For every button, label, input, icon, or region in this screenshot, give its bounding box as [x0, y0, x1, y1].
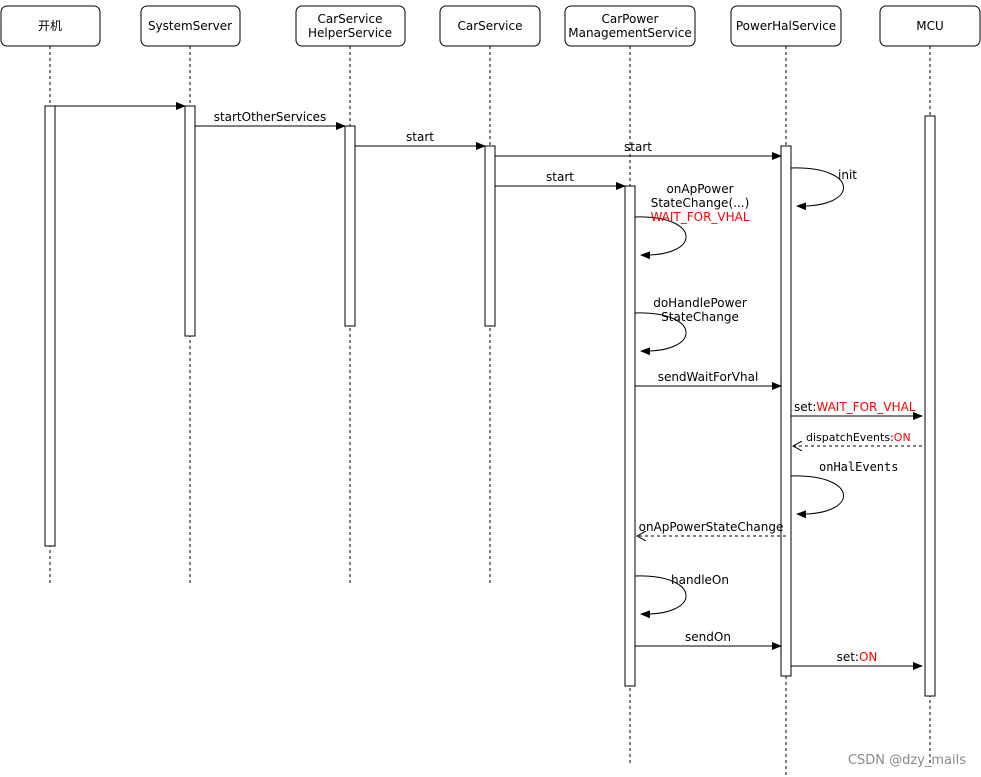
participant-label: ManagementService [568, 26, 691, 40]
message-label: start [546, 170, 574, 184]
self-call-on-ap-power-state-change [634, 216, 687, 260]
self-call-handle-on [634, 575, 687, 619]
participant-label: CarService [457, 19, 522, 33]
activation-car-power-mgmt [624, 185, 636, 687]
activation-boot [44, 105, 56, 547]
participant-label: PowerHalService [736, 19, 836, 33]
message-label: sendOn [685, 630, 731, 644]
participant-label: HelperService [308, 26, 392, 40]
message-prefix: set: [794, 400, 816, 414]
message-prefix: dispatchEvents: [806, 431, 894, 444]
self-call-init [790, 167, 844, 211]
message-label: init [838, 168, 857, 182]
message-label: set:ON [837, 650, 878, 664]
message-value: WAIT_FOR_VHAL [816, 400, 915, 414]
self-call-on-hal-events [790, 475, 844, 519]
participant-label: CarPower [602, 12, 659, 26]
participant-label: CarService [317, 12, 382, 26]
message-label: startOtherServices [214, 110, 327, 124]
participant-car-power-mgmt: CarPower ManagementService [564, 5, 696, 47]
participant-label: SystemServer [148, 19, 232, 33]
activation-car-service [484, 145, 496, 327]
message-prefix: set: [837, 650, 859, 664]
state-label-wait-for-vhal: WAIT_FOR_VHAL [650, 210, 749, 224]
participant-car-service: CarService [439, 5, 541, 47]
message-label: start [406, 130, 434, 144]
message-value: ON [859, 650, 877, 664]
message-label: onApPowerStateChange [639, 520, 784, 534]
watermark: CSDN @dzy_mails [848, 753, 966, 768]
participant-label: MCU [916, 19, 944, 33]
participant-label: 开机 [38, 19, 62, 33]
message-label: start [624, 140, 652, 154]
message-value: ON [894, 431, 911, 444]
participant-car-service-helper: CarService HelperService [295, 5, 406, 47]
participant-system-server: SystemServer [140, 5, 241, 47]
message-label: handleOn [671, 573, 729, 587]
message-label: StateChange(...) [651, 196, 750, 210]
participant-boot: 开机 [0, 5, 101, 47]
participant-power-hal-service: PowerHalService [730, 5, 842, 47]
activation-power-hal-service [780, 145, 792, 677]
message-label: StateChange [661, 310, 739, 324]
self-call-do-handle-power-state-change [634, 312, 687, 356]
message-label: doHandlePower [653, 296, 747, 310]
message-label: onHalEvents [819, 460, 898, 474]
message-label: onApPower [666, 182, 733, 196]
message-label: set:WAIT_FOR_VHAL [794, 400, 916, 414]
activation-system-server [184, 105, 196, 337]
activation-mcu [924, 115, 936, 697]
message-label: dispatchEvents:ON [806, 431, 911, 444]
message-label: sendWaitForVhal [658, 370, 759, 384]
activation-car-service-helper [344, 125, 356, 327]
participant-mcu: MCU [879, 5, 981, 47]
